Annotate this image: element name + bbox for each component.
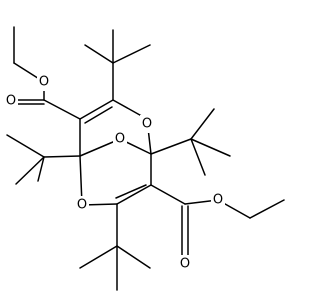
- molecule-diagram: O O O O O O O: [4, 26, 285, 291]
- bond-line: [15, 156, 45, 185]
- ring-oxygen-lower-left: O: [75, 196, 89, 214]
- bond-line: [112, 44, 151, 64]
- bond-line: [249, 199, 285, 219]
- bond-line: [115, 184, 147, 199]
- svg-text:O: O: [6, 94, 16, 109]
- bond-line: [79, 245, 118, 269]
- ring-oxygen-upper-right: O: [140, 115, 154, 133]
- bond-line: [116, 245, 151, 269]
- carbonyl-oxygen-bottom: O O: [178, 255, 192, 273]
- bond-line: [190, 108, 215, 140]
- svg-text:O: O: [213, 193, 223, 208]
- atom-layer: O O O O O O O: [4, 73, 225, 273]
- bond-line: [190, 138, 206, 176]
- bond-line: [43, 99, 81, 120]
- bond-line: [6, 134, 45, 158]
- svg-text:O: O: [142, 117, 152, 132]
- ring-oxygen-center: O: [113, 130, 127, 148]
- svg-text:O: O: [77, 198, 87, 213]
- bond-line: [150, 138, 192, 155]
- carbonyl-oxygen-top: O: [4, 92, 18, 110]
- structure-drawing: O O O O O O O: [4, 26, 285, 291]
- svg-text:O: O: [180, 257, 190, 272]
- svg-text:O: O: [39, 75, 49, 90]
- bond-line: [116, 184, 152, 205]
- bond-line: [79, 99, 114, 120]
- bond-layer: [6, 26, 285, 291]
- svg-text:O: O: [115, 132, 125, 147]
- bond-line: [190, 138, 231, 157]
- ester-oxygen-bottom: O: [211, 191, 225, 209]
- bond-line: [84, 106, 113, 124]
- bond-line: [84, 44, 114, 64]
- bond-line: [150, 184, 186, 205]
- bond-line: [37, 156, 45, 182]
- ester-oxygen-top: O: [37, 73, 51, 91]
- bond-line: [43, 155, 81, 158]
